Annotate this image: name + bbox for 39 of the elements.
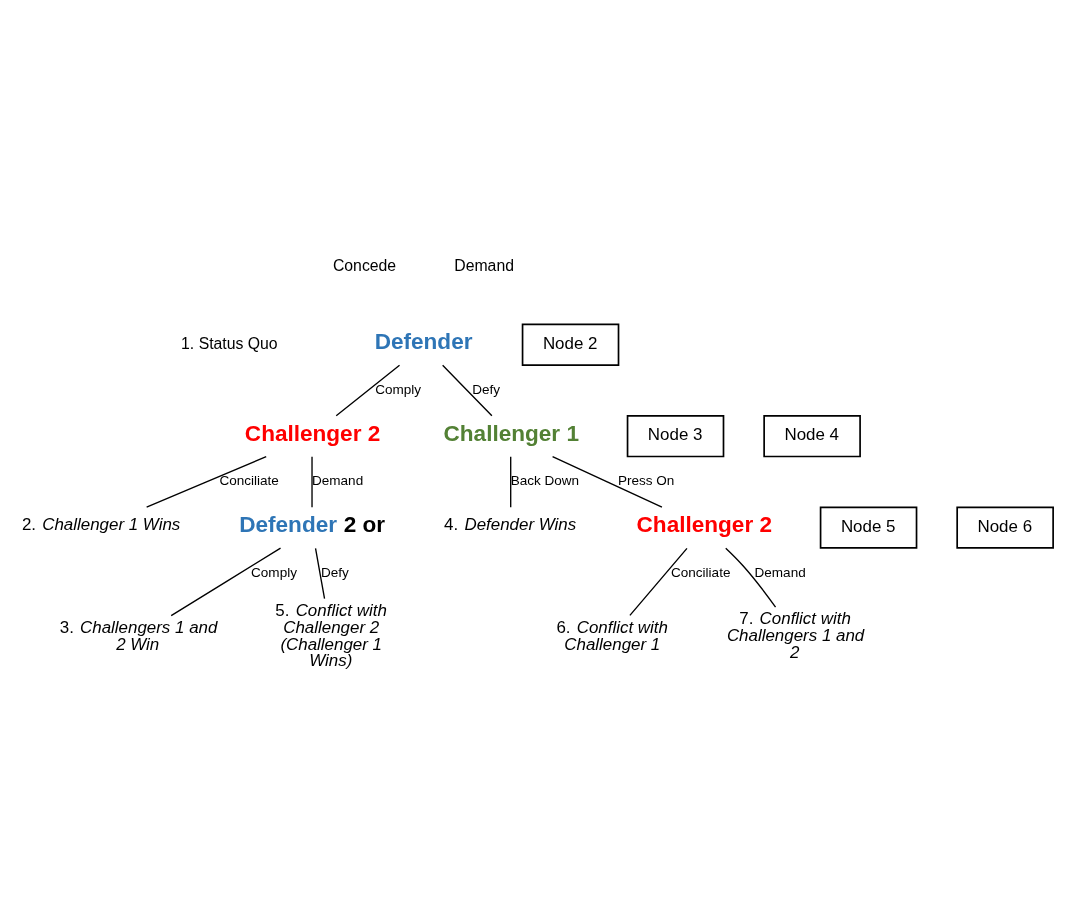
node-box: Node 3 xyxy=(626,414,725,457)
edge-label: Comply xyxy=(251,564,297,580)
node-box: Node 2 xyxy=(521,323,620,366)
edge-label: Defy xyxy=(472,381,501,397)
connector xyxy=(725,547,777,608)
node-text: Challenger 2 xyxy=(636,511,772,537)
connector xyxy=(441,364,493,416)
connector xyxy=(145,455,267,508)
node-text: 7. Conflict with Challengers 1 and 2 xyxy=(726,608,865,662)
connector xyxy=(314,547,326,599)
node-text: 6. Conflict with Challenger 1 xyxy=(556,617,668,654)
node-box: Node 6 xyxy=(956,505,1054,549)
connector xyxy=(170,546,282,616)
label: Demand xyxy=(454,256,514,274)
node-text: 3. Challengers 1 and 2 Win xyxy=(59,617,218,654)
connector xyxy=(311,455,313,508)
edge-label: Conciliate xyxy=(671,564,731,580)
edge-label: Demand xyxy=(312,472,364,488)
edge-label: Back Down xyxy=(510,472,580,488)
node-text: 5. Conflict with Challenger 2 (Challenger 1 Wins) xyxy=(275,600,387,670)
node-text: 2. Challenger 1 Wins xyxy=(21,514,181,534)
node-text: Challenger 2 xyxy=(244,420,381,446)
edge-label: Press On xyxy=(617,472,675,488)
node-text: Defender xyxy=(374,328,473,354)
connector xyxy=(551,455,663,508)
edge-label: Conciliate xyxy=(219,472,279,488)
connector xyxy=(629,547,688,616)
node-box: Node 5 xyxy=(819,505,918,549)
node-text: Defender 2 or xyxy=(239,511,386,537)
connector xyxy=(335,364,401,416)
label: Concede xyxy=(332,256,397,274)
edge-label: Demand xyxy=(754,564,806,580)
node-text: 4. Defender Wins xyxy=(444,514,577,534)
label: 1. Status Quo xyxy=(181,334,278,352)
edge-label: Defy xyxy=(321,564,349,580)
edge-label: Comply xyxy=(375,381,422,397)
connector xyxy=(510,455,512,508)
node-text: Challenger 1 xyxy=(443,420,579,446)
node-box: Node 4 xyxy=(763,414,861,457)
